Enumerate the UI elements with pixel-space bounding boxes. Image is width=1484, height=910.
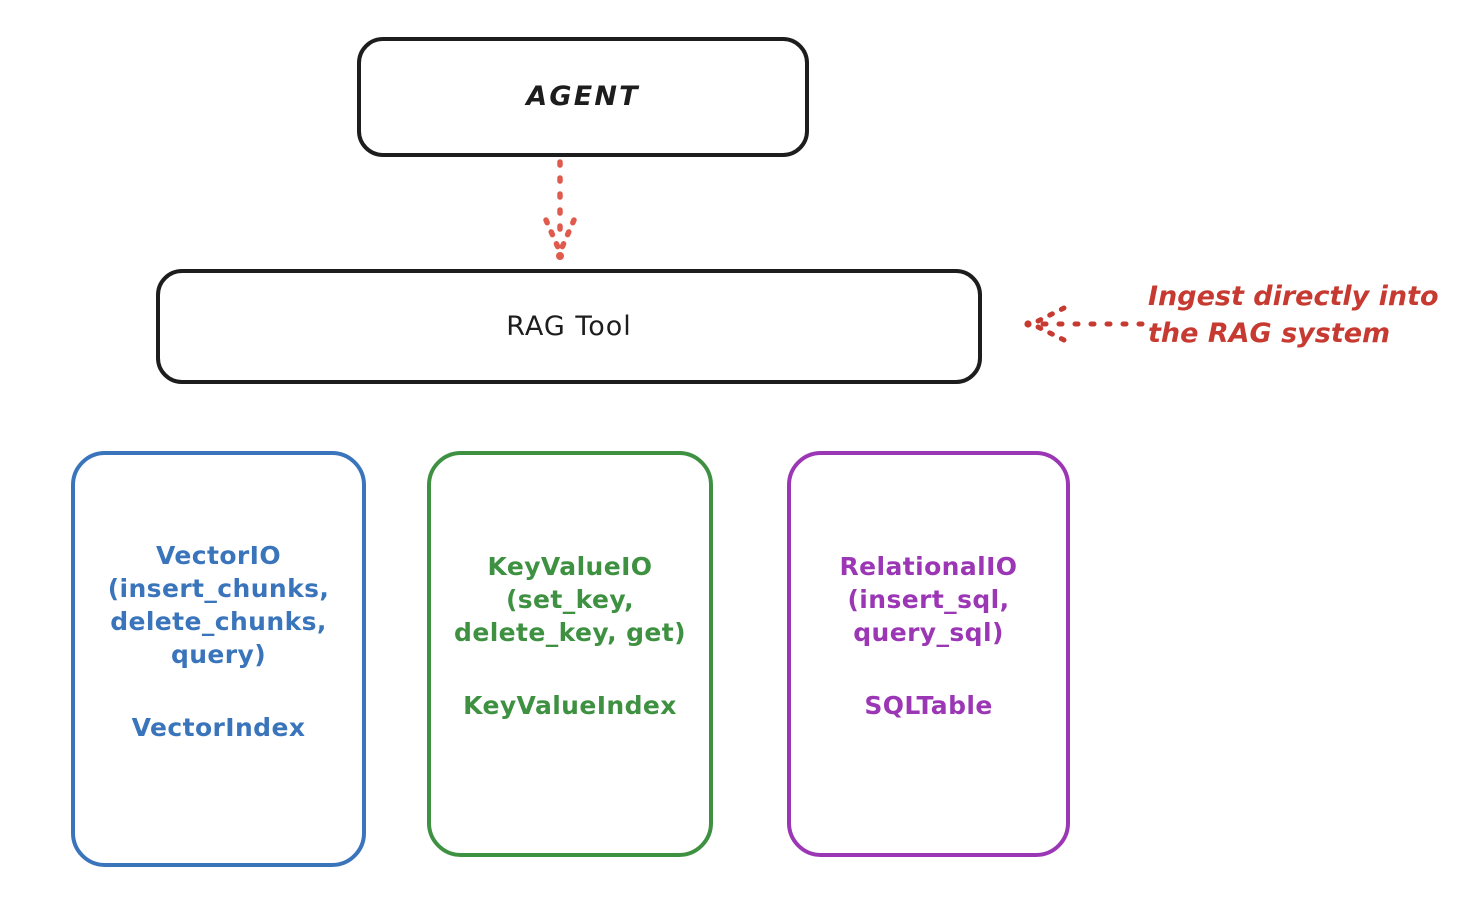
node-vector-io-sublabel: VectorIndex: [131, 712, 306, 742]
node-rag-tool-label: RAG Tool: [506, 310, 632, 342]
node-vector-io[interactable]: VectorIO (insert_chunks, delete_chunks, …: [71, 451, 366, 867]
arrow-ingest-to-rag-tool: [1024, 305, 1145, 343]
node-agent[interactable]: AGENT: [357, 37, 809, 157]
node-relational-io-content: RelationalIO (insert_sql, query_sql) SQL…: [840, 550, 1018, 722]
annotation-ingest-directly: Ingest directly into the RAG system: [1148, 281, 1439, 350]
arrow-agent-to-rag-tool: [543, 159, 577, 260]
node-vector-io-label: VectorIO (insert_chunks, delete_chunks, …: [107, 540, 330, 669]
node-rag-tool[interactable]: RAG Tool: [156, 269, 982, 384]
node-key-value-io-sublabel: KeyValueIndex: [463, 691, 677, 720]
node-vector-io-content: VectorIO (insert_chunks, delete_chunks, …: [108, 539, 330, 744]
node-relational-io[interactable]: RelationalIO (insert_sql, query_sql) SQL…: [787, 451, 1070, 857]
node-key-value-io-content: KeyValueIO (set_key, delete_key, get) Ke…: [454, 550, 686, 722]
node-relational-io-label: RelationalIO (insert_sql, query_sql): [839, 552, 1018, 647]
node-relational-io-sublabel: SQLTable: [864, 691, 993, 720]
node-key-value-io-label: KeyValueIO (set_key, delete_key, get): [454, 552, 686, 647]
node-key-value-io[interactable]: KeyValueIO (set_key, delete_key, get) Ke…: [427, 451, 713, 857]
node-agent-label: AGENT: [526, 81, 640, 113]
